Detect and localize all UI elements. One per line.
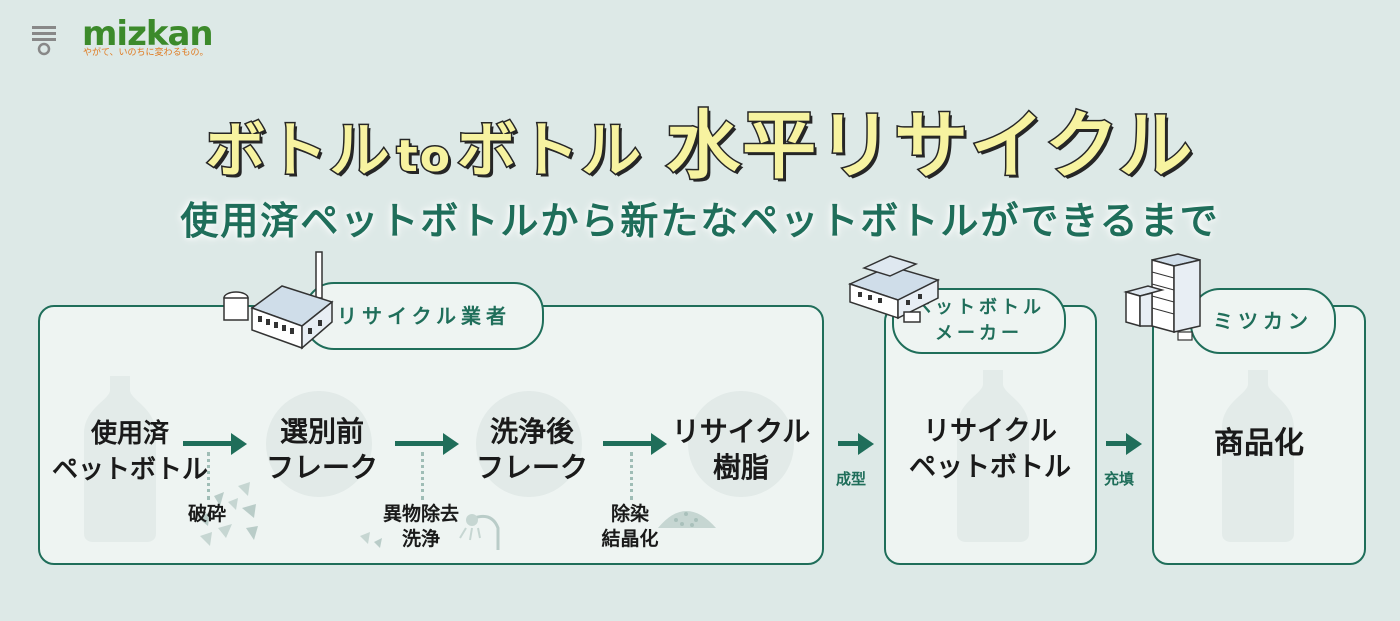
title-part1: ボトル xyxy=(204,115,392,188)
stage-recycled-resin: リサイクル 樹脂 xyxy=(671,415,811,484)
tab-recycler: リサイクル業者 xyxy=(304,282,544,350)
flow-arrow xyxy=(183,433,247,455)
shower-icon xyxy=(356,512,506,556)
transition-molding: 成型 xyxy=(836,470,867,488)
title-emphasis: 水平リサイクル xyxy=(665,102,1195,191)
note-decontamination: 除染 結晶化 xyxy=(601,503,659,550)
process-connector xyxy=(421,452,424,500)
office-building-icon xyxy=(1122,252,1212,348)
pet-bottle-icon xyxy=(1218,366,1298,548)
pet-bottle-icon xyxy=(80,372,160,548)
tab-mizkan: ミツカン xyxy=(1190,288,1336,354)
flow-arrow xyxy=(603,433,667,455)
process-connector xyxy=(630,452,633,500)
factory-icon xyxy=(222,250,340,354)
page-title: ボトル to ボトル 水平リサイクル xyxy=(0,86,1400,193)
stage-washed-flake: 洗浄後 フレーク xyxy=(475,415,588,484)
flow-arrow xyxy=(838,433,874,455)
flakes-icon xyxy=(188,478,264,554)
brand-mark-icon xyxy=(30,24,60,56)
note-washing: 異物除去 洗浄 xyxy=(382,503,459,550)
flow-arrow xyxy=(395,433,459,455)
stage-unsorted-flake: 選別前 フレーク xyxy=(265,415,378,484)
stage-circle xyxy=(688,391,794,497)
brand-logo: mizkan xyxy=(82,14,214,54)
transition-filling: 充填 xyxy=(1104,470,1135,488)
subtitle: 使用済ペットボトルから新たなペットボトルができるまで xyxy=(180,199,1220,243)
stage-circle xyxy=(476,391,582,497)
note-crushing: 破砕 xyxy=(187,503,226,525)
stage-recycled-bottle: リサイクル ペットボトル xyxy=(909,416,1071,483)
stage-circle xyxy=(266,391,372,497)
pet-bottle-icon xyxy=(953,366,1033,548)
flow-arrow xyxy=(1106,433,1142,455)
brand-tagline: やがて、いのちに変わるもの。 xyxy=(83,48,209,58)
stage-used-bottle: 使用済 ペットボトル xyxy=(51,419,208,485)
title-part2: ボトル xyxy=(456,115,644,188)
title-connector: to xyxy=(395,130,452,184)
warehouse-icon xyxy=(846,250,942,334)
pellets-icon xyxy=(656,500,718,534)
process-connector xyxy=(207,452,210,500)
stage-commercialization: 商品化 xyxy=(1214,426,1304,461)
